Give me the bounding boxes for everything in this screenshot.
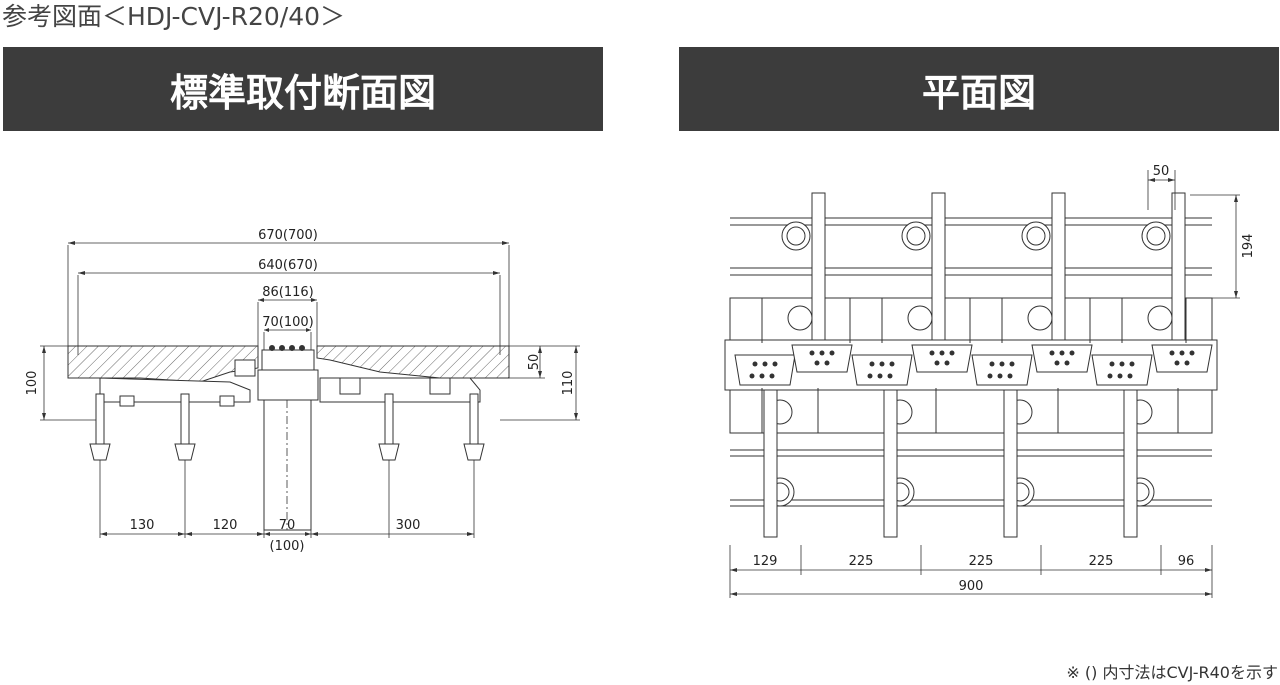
dim-bottom-4-label: 300 bbox=[396, 518, 421, 533]
plan-view-title: 平面図 bbox=[921, 70, 1036, 115]
plan-dim-top-gap-label: 50 bbox=[1153, 164, 1170, 179]
dim-bottom-1-label: 130 bbox=[130, 518, 155, 533]
dim-bottom-3-alt-label: (100) bbox=[270, 539, 305, 554]
plan-dim-total-label: 900 bbox=[959, 579, 984, 594]
plan-drawing: 50 194 129 225 225 225 96 900 bbox=[724, 164, 1256, 598]
plan-dim-bottom-1-label: 129 bbox=[753, 554, 778, 569]
plan-dim-bottom-2-label: 225 bbox=[849, 554, 874, 569]
dim-inner-label: 640(670) bbox=[258, 258, 318, 273]
plan-dim-bottom-3-label: 225 bbox=[969, 554, 994, 569]
dim-center-outer-label: 86(116) bbox=[262, 285, 314, 300]
plan-view-header: 平面図 bbox=[679, 47, 1279, 131]
footnote: ※ () 内寸法はCVJ-R40を示す bbox=[1066, 663, 1278, 682]
section-view-title: 標準取付断面図 bbox=[169, 70, 436, 115]
page-title: 参考図面＜HDJ-CVJ-R20/40＞ bbox=[2, 2, 346, 31]
dim-height-left-label: 100 bbox=[25, 371, 40, 396]
plan-dim-bottom-5-label: 96 bbox=[1178, 554, 1195, 569]
dim-bottom-2-label: 120 bbox=[213, 518, 238, 533]
dim-bottom-3-label: 70 bbox=[279, 518, 296, 533]
plan-dim-side-label: 194 bbox=[1241, 234, 1256, 259]
dim-center-inner-label: 70(100) bbox=[262, 315, 314, 330]
dim-height-right-label: 110 bbox=[561, 371, 576, 396]
section-view-header: 標準取付断面図 bbox=[3, 47, 603, 131]
section-drawing: 670(700) 640(670) 86(116) 70(100) 100 50… bbox=[25, 228, 580, 554]
dim-overall-label: 670(700) bbox=[258, 228, 318, 243]
plan-dim-bottom-4-label: 225 bbox=[1089, 554, 1114, 569]
dim-height-right-small-label: 50 bbox=[527, 354, 542, 371]
